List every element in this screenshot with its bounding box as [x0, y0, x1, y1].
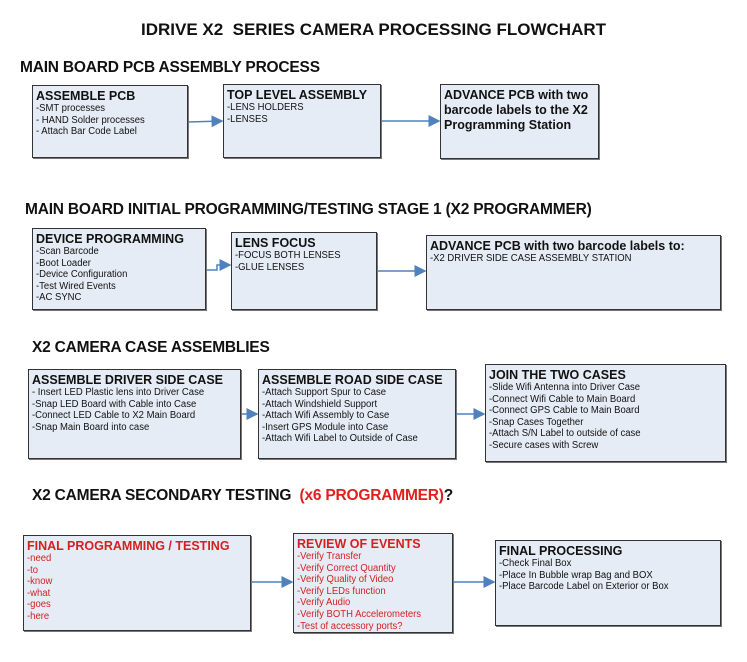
box-item: -Attach Wifi Label to Outside of Case	[262, 433, 418, 445]
box-item: -Verify Transfer	[297, 551, 362, 562]
process-box-driver-side-case: ASSEMBLE DRIVER SIDE CASE - Insert LED P…	[28, 369, 241, 459]
section-heading-pcb-assembly: MAIN BOARD PCB ASSEMBLY PROCESS	[20, 59, 320, 76]
process-box-final-processing: FINAL PROCESSING -Check Final Box -Place…	[495, 540, 721, 626]
box-title: ASSEMBLE ROAD SIDE CASE	[262, 373, 443, 387]
box-item: -Boot Loader	[36, 257, 91, 269]
box-item: -Verify Correct Quantity	[297, 562, 396, 574]
box-item: -goes	[27, 599, 51, 611]
box-item: -Scan Barcode	[36, 246, 99, 257]
arrow-connector	[187, 115, 224, 128]
box-item: -Place In Bubble wrap Bag and BOX	[499, 569, 653, 581]
box-item: -Verify LEDs function	[297, 585, 386, 597]
box-item: -Attach Wifi Assembly to Case	[262, 410, 390, 422]
box-item: -Insert GPS Module into Case	[262, 421, 389, 433]
flowchart-title: IDRIVE X2 SERIES CAMERA PROCESSING FLOWC…	[140, 20, 607, 39]
box-item: -to	[27, 564, 39, 576]
box-item: -LENS HOLDERS	[227, 102, 304, 113]
box-item: -need	[27, 553, 52, 564]
box-item: -Slide Wifi Antenna into Driver Case	[489, 382, 641, 393]
box-item: -FOCUS BOTH LENSES	[235, 250, 341, 261]
box-item: -Place Barcode Label on Exterior or Box	[499, 581, 669, 593]
box-item: -SMT processes	[36, 103, 105, 114]
box-item: -Connect GPS Cable to Main Board	[489, 405, 640, 417]
box-item: -Snap Main Board into case	[32, 421, 150, 433]
process-box-top-level-assembly: TOP LEVEL ASSEMBLY -LENS HOLDERS -LENSES	[223, 84, 381, 158]
box-title: ASSEMBLE DRIVER SIDE CASE	[32, 373, 224, 387]
box-item: -Attach Windshield Support	[262, 398, 378, 410]
box-title: REVIEW OF EVENTS	[297, 537, 421, 551]
box-item: -AC SYNC	[36, 292, 82, 304]
box-item: -Snap LED Board with Cable into Case	[32, 398, 197, 410]
box-item: -Verify Audio	[297, 597, 351, 609]
box-title: FINAL PROGRAMMING / TESTING	[27, 539, 230, 553]
box-item: -Attach Support Spur to Case	[262, 387, 387, 398]
box-item: -GLUE LENSES	[235, 261, 305, 273]
section-heading-case-assemblies: X2 CAMERA CASE ASSEMBLIES	[32, 339, 270, 356]
process-box-assemble-pcb: ASSEMBLE PCB -SMT processes - HAND Solde…	[32, 85, 188, 158]
box-item: -Check Final Box	[499, 558, 572, 569]
heading-text: X2 CAMERA SECONDARY TESTING	[32, 487, 300, 504]
box-title: FINAL PROCESSING	[499, 544, 623, 558]
heading-highlight: (x6 PROGRAMMER)	[299, 487, 444, 504]
box-item: -Connect Wifi Cable to Main Board	[489, 393, 636, 405]
box-item: -Verify BOTH Accelerometers	[297, 608, 422, 620]
box-title: ADVANCE PCB with two barcode labels to:	[430, 239, 685, 253]
box-item: -Attach S/N Label to outside of case	[489, 428, 641, 440]
process-box-advance-pcb: ADVANCE PCB with two barcode labels to t…	[440, 84, 599, 159]
heading-suffix: ?	[443, 487, 454, 504]
box-title: DEVICE PROGRAMMING	[36, 232, 184, 246]
box-item: -know	[27, 576, 53, 588]
process-box-device-programming: DEVICE PROGRAMMING -Scan Barcode -Boot L…	[32, 228, 206, 310]
process-box-lens-focus: LENS FOCUS -FOCUS BOTH LENSES -GLUE LENS…	[231, 232, 377, 310]
section-heading-secondary-testing: X2 CAMERA SECONDARY TESTING (x6 PROGRAMM…	[32, 487, 453, 505]
box-item: -X2 DRIVER SIDE CASE ASSEMBLY STATION	[430, 253, 632, 264]
box-title: ASSEMBLE PCB	[36, 89, 136, 103]
box-item: - HAND Solder processes	[36, 114, 145, 126]
box-item: -Device Configuration	[36, 269, 128, 281]
box-item: -Test Wired Events	[36, 280, 116, 292]
box-title: TOP LEVEL ASSEMBLY	[227, 88, 368, 102]
box-item: -Secure cases with Screw	[489, 439, 599, 451]
box-item: - Insert LED Plastic lens into Driver Ca…	[32, 387, 205, 398]
process-box-final-programming: FINAL PROGRAMMING / TESTING -need -to -k…	[23, 535, 251, 631]
section-heading-initial-programming: MAIN BOARD INITIAL PROGRAMMING/TESTING S…	[25, 201, 592, 218]
process-box-join-cases: JOIN THE TWO CASES -Slide Wifi Antenna i…	[485, 364, 726, 462]
box-title: JOIN THE TWO CASES	[489, 368, 626, 382]
box-item: - Attach Bar Code Label	[36, 126, 137, 138]
box-item: -Test of accessory ports?	[297, 620, 403, 632]
box-title: ADVANCE PCB with two barcode labels to t…	[444, 88, 589, 132]
box-item: -Snap Cases Together	[489, 416, 584, 428]
process-box-review-of-events: REVIEW OF EVENTS -Verify Transfer -Verif…	[293, 533, 453, 633]
box-item: -Verify Quality of Video	[297, 574, 394, 586]
box-item: -what	[27, 587, 51, 599]
box-title: LENS FOCUS	[235, 236, 316, 250]
process-box-road-side-case: ASSEMBLE ROAD SIDE CASE -Attach Support …	[258, 369, 456, 459]
box-item: -here	[27, 610, 50, 622]
arrow-connector	[206, 259, 232, 271]
box-item: -Connect LED Cable to X2 Main Board	[32, 410, 196, 422]
box-item: -LENSES	[227, 113, 268, 125]
process-box-advance-pcb-driver-station: ADVANCE PCB with two barcode labels to: …	[426, 235, 721, 310]
